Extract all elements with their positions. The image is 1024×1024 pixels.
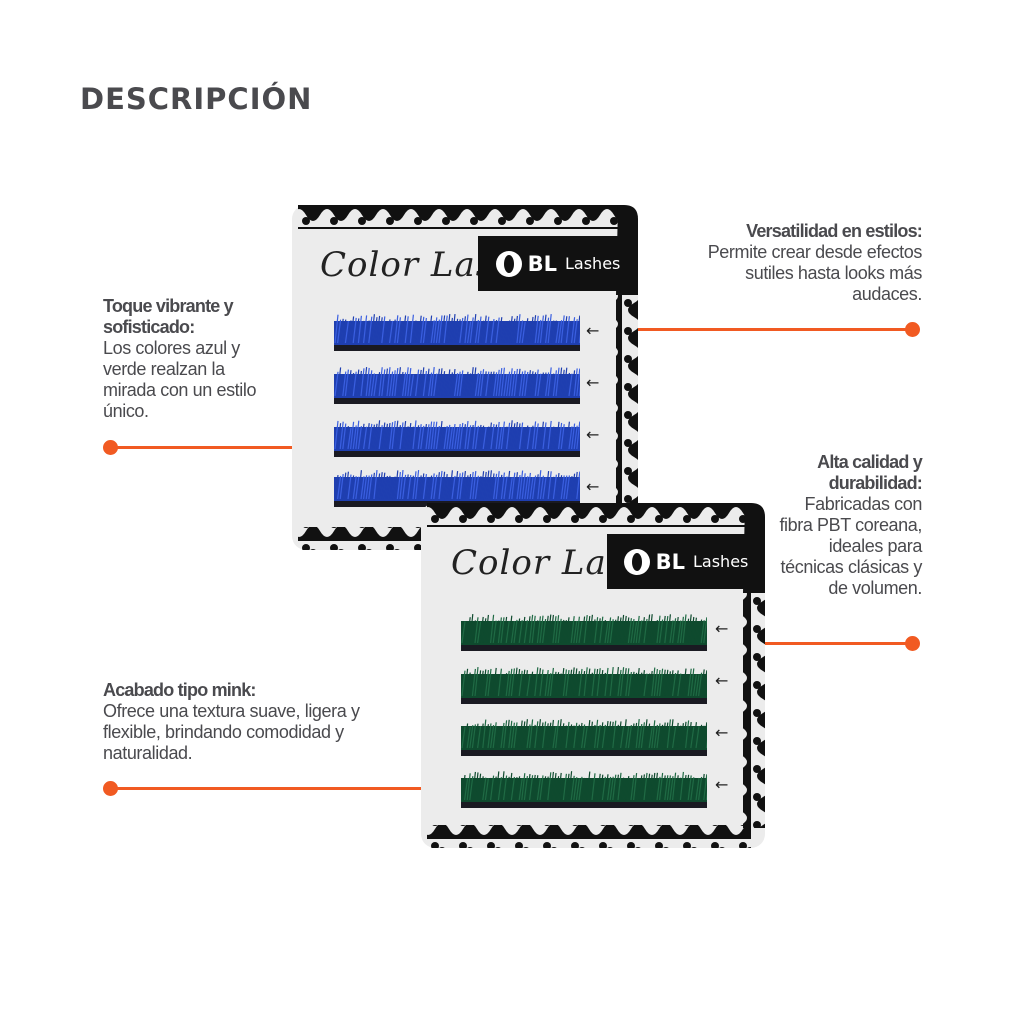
lash-strip-graphic <box>461 614 707 651</box>
lash-strip <box>461 718 707 756</box>
brand-name: BL <box>655 549 685 574</box>
feature-body: Los colores azul y verde realzan la mira… <box>103 338 257 421</box>
feature-mink-finish: Acabado tipo mink: Ofrece una textura su… <box>103 680 403 764</box>
connector-line <box>110 787 422 790</box>
feature-body: Ofrece una textura suave, ligera y flexi… <box>103 701 360 763</box>
arrow-left-icon: ← <box>586 321 600 340</box>
brand-logo-icon <box>623 548 650 575</box>
feature-versatility: Versatilidad en estilos: Permite crear d… <box>672 221 923 305</box>
connector-line <box>635 328 913 331</box>
brand-logo-box: BL Lashes <box>607 534 765 589</box>
feature-title: Versatilidad en estilos: <box>746 221 923 241</box>
lash-strip <box>334 313 580 351</box>
arrow-left-icon: ← <box>715 775 729 794</box>
product-card-blue: Color Lash BL Lashes ← ← ← ← <box>292 205 638 550</box>
brand-suffix: Lashes <box>565 254 621 273</box>
brand-logo-icon <box>495 250 522 277</box>
lash-strip <box>334 419 580 457</box>
connector-dot <box>905 322 920 337</box>
lash-strip <box>334 469 580 507</box>
arrow-left-icon: ← <box>715 671 729 690</box>
lash-strip <box>461 666 707 704</box>
lash-strip-graphic <box>461 771 707 808</box>
feature-title: Alta calidad y durabilidad: <box>817 452 923 493</box>
feature-quality: Alta calidad y durabilidad: Fabricadas c… <box>776 452 922 599</box>
lash-strip-graphic <box>461 666 707 704</box>
arrow-left-icon: ← <box>715 619 729 638</box>
arrow-left-icon: ← <box>586 373 600 392</box>
lash-strip <box>334 366 580 404</box>
connector-dot <box>905 636 920 651</box>
product-card-green: Color Lash BL Lashes ← ← ← ← <box>421 503 765 848</box>
lash-strip <box>461 613 707 651</box>
connector-line <box>110 446 295 449</box>
feature-body: Fabricadas con fibra PBT coreana, ideale… <box>779 494 922 598</box>
feature-title: Acabado tipo mink: <box>103 680 256 700</box>
lash-strip-graphic <box>334 313 580 351</box>
lash-strip-graphic <box>334 420 580 457</box>
lash-strip-graphic <box>334 366 580 404</box>
brand-name: BL <box>527 251 557 276</box>
lash-strip-graphic <box>461 719 707 756</box>
arrow-left-icon: ← <box>586 477 600 496</box>
lash-strip-graphic <box>334 470 580 507</box>
arrow-left-icon: ← <box>586 425 600 444</box>
brand-suffix: Lashes <box>693 552 749 571</box>
lash-strip <box>461 770 707 808</box>
page-title: DESCRIPCIÓN <box>80 82 313 116</box>
feature-body: Permite crear desde efectos sutiles hast… <box>707 242 923 304</box>
connector-line <box>762 642 913 645</box>
feature-vibrant-touch: Toque vibrante y sofisticado: Los colore… <box>103 296 273 422</box>
brand-logo-box: BL Lashes <box>478 236 638 291</box>
arrow-left-icon: ← <box>715 723 729 742</box>
feature-title: Toque vibrante y sofisticado: <box>103 296 234 337</box>
